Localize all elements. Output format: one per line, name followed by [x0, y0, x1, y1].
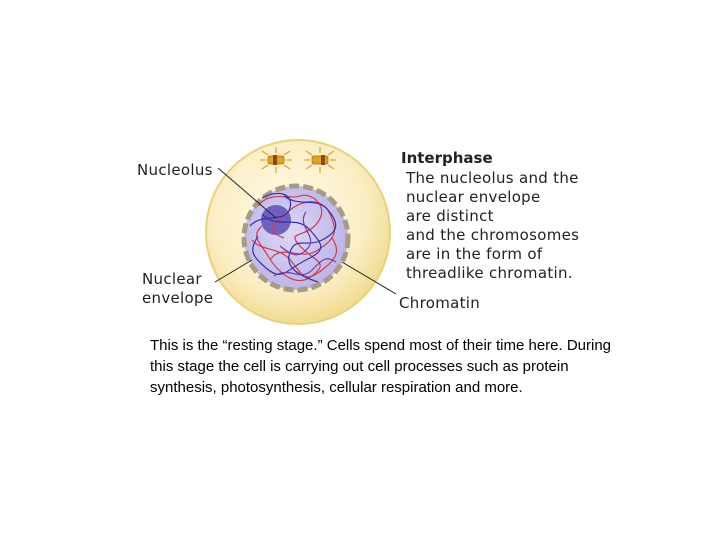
nuclear-envelope [241, 183, 351, 293]
diagram-title: Interphase [401, 149, 493, 167]
description-line: nuclear envelope [406, 188, 541, 206]
description-line: and the chromosomes [406, 226, 580, 244]
caption-text: This is the “resting stage.” Cells spend… [150, 337, 612, 396]
nucleolus [261, 205, 291, 235]
description-line: The nucleolus and the [406, 169, 579, 187]
description-line: are distinct [406, 207, 494, 225]
diagram-description: The nucleolus and the nuclear envelope a… [406, 169, 579, 283]
description-line: threadlike chromatin. [406, 264, 573, 282]
nuclear-envelope-label: Nuclear envelope [142, 270, 213, 308]
chromatin-label: Chromatin [399, 294, 481, 312]
description-line: are in the form of [406, 245, 543, 263]
nuclear-envelope-label-line1: Nuclear [142, 270, 202, 288]
chromatin [249, 192, 338, 283]
centriole-pair [260, 147, 336, 173]
leader-lines [214, 167, 397, 295]
nuclear-envelope-label-line2: envelope [142, 289, 214, 307]
nucleolus-label: Nucleolus [137, 161, 213, 179]
